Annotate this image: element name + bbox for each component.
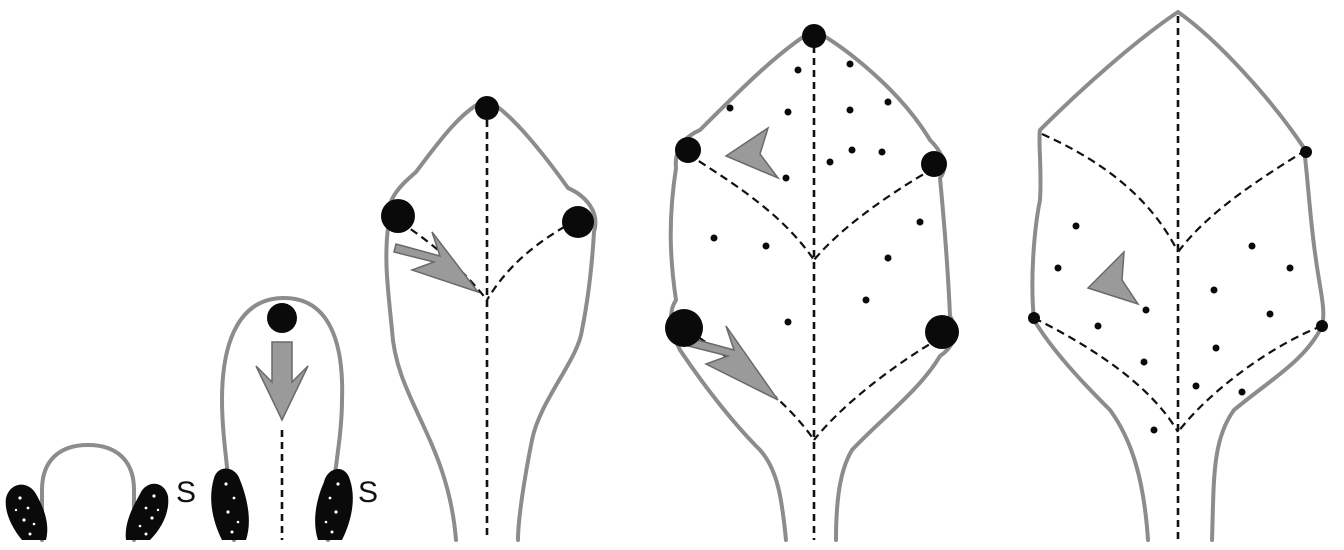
stage-4-arrow bbox=[688, 326, 778, 400]
stage-5-vein-upper-right bbox=[1178, 150, 1306, 252]
stage-5-arrowhead bbox=[1088, 252, 1138, 304]
stage-4-hydathode-upper-left bbox=[675, 137, 701, 163]
stage-3-hydathode-apex bbox=[475, 96, 499, 120]
stage-5-dots bbox=[1055, 223, 1294, 434]
stage-3-vein-right bbox=[487, 220, 576, 300]
stage-3-outline bbox=[386, 100, 595, 540]
stage-5-hydathode-left-lower bbox=[1028, 312, 1040, 324]
stage-5-hydathode-right-lower bbox=[1316, 320, 1328, 332]
stipule-label: S bbox=[358, 476, 378, 509]
stage-2-stipule-left bbox=[211, 468, 249, 540]
stage-4-hydathode-lower-left bbox=[665, 309, 703, 347]
stage-4-dots bbox=[711, 61, 924, 326]
stage-4-vein-upper-left bbox=[688, 154, 814, 260]
stage-5-leaf bbox=[1028, 12, 1328, 540]
stage-2-leaf: S bbox=[211, 298, 378, 540]
stage-1-outline bbox=[42, 445, 134, 540]
stage-3-hydathode-right bbox=[562, 206, 594, 238]
stage-3-leaf bbox=[381, 96, 595, 540]
stipule-label: S bbox=[176, 476, 196, 509]
stage-5-vein-lower-left bbox=[1034, 318, 1178, 432]
stage-3-hydathode-left bbox=[381, 199, 415, 233]
stage-4-outline bbox=[671, 30, 955, 540]
stage-2-arrow bbox=[256, 342, 308, 420]
stage-3-arrow bbox=[394, 232, 478, 292]
stage-4-hydathode-lower-right bbox=[925, 315, 959, 349]
stage-4-hydathode-upper-right bbox=[921, 151, 947, 177]
stage-1-primordium: S bbox=[6, 445, 196, 540]
stage-2-stipule-right bbox=[315, 469, 353, 540]
stage-5-hydathode-right-upper bbox=[1300, 146, 1312, 158]
stage-5-vein-upper-left bbox=[1042, 134, 1178, 252]
stage-4-leaf bbox=[665, 24, 959, 540]
stage-5-vein-lower-right bbox=[1178, 326, 1322, 432]
stage-4-vein-upper-right bbox=[814, 168, 934, 260]
stage-4-arrowhead bbox=[726, 128, 778, 178]
stage-4-hydathode-apex bbox=[802, 24, 826, 48]
stage-2-apical-hydathode bbox=[267, 303, 297, 333]
